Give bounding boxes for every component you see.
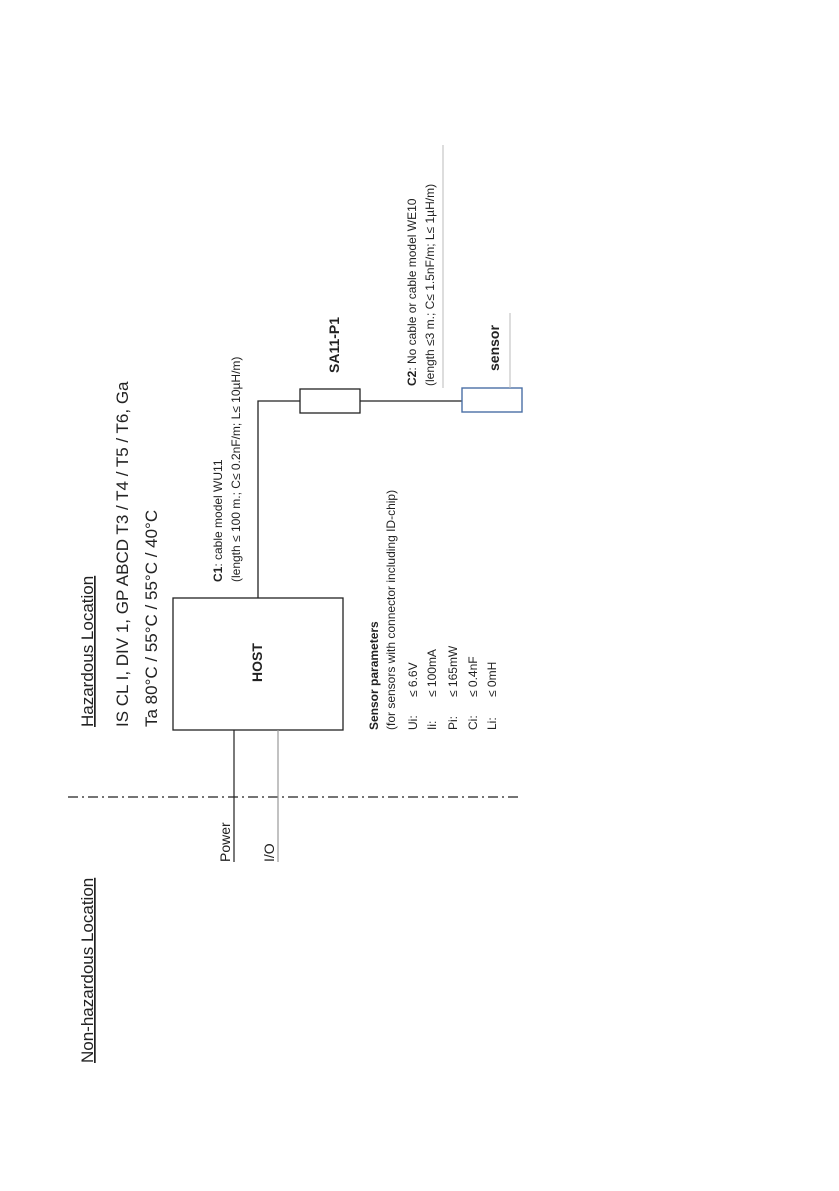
c2-params: (length ≤3 m.; C≤ 1.5nF/m; L≤ 1µH/m) <box>423 184 437 386</box>
param-name: Ui: <box>406 715 420 730</box>
param-name: Ii: <box>425 721 439 730</box>
c2-text: : No cable or cable model WE10 <box>405 198 419 370</box>
sensor-params-subtitle: (for sensors with connector including ID… <box>384 490 398 730</box>
c1-tag: C1 <box>211 566 225 582</box>
sensor-params-title: Sensor parameters <box>367 621 381 730</box>
sensor-label: sensor <box>486 325 502 371</box>
param-name: Li: <box>485 717 499 730</box>
param-value: ≤ 100mA <box>425 649 439 697</box>
param-value: ≤ 165mW <box>446 645 460 697</box>
io-label: I/O <box>261 843 277 862</box>
param-name: Pi: <box>446 716 460 730</box>
param-value: ≤ 6.6V <box>406 662 420 697</box>
non-hazardous-title: Non-hazardous Location <box>78 878 97 1063</box>
c2-label: C2: No cable or cable model WE10 <box>405 198 419 386</box>
param-value: ≤ 0mH <box>485 662 499 697</box>
sa11-label: SA11-P1 <box>326 317 342 373</box>
rating-line-2: Ta 80°C / 55°C / 55°C / 40°C <box>142 510 161 727</box>
host-label: HOST <box>249 643 265 682</box>
sa11-connector-box <box>299 388 361 414</box>
param-value: ≤ 0.4nF <box>466 656 480 697</box>
c1-label: C1: cable model WU11 <box>211 459 225 582</box>
rating-line-1: IS CL I, DIV 1, GP ABCD T3 / T4 / T5 / T… <box>113 381 132 727</box>
c1-cable-line <box>257 400 300 598</box>
power-label: Power <box>217 822 233 862</box>
param-name: Ci: <box>466 715 480 730</box>
c2-tag: C2 <box>405 370 419 386</box>
c1-text: : cable model WU11 <box>211 459 225 566</box>
hazardous-title: Hazardous Location <box>78 576 97 727</box>
sensor-box <box>461 387 523 413</box>
c1-params: (length ≤ 100 m.; C≤ 0.2nF/m; L≤ 10µH/m) <box>229 357 243 582</box>
